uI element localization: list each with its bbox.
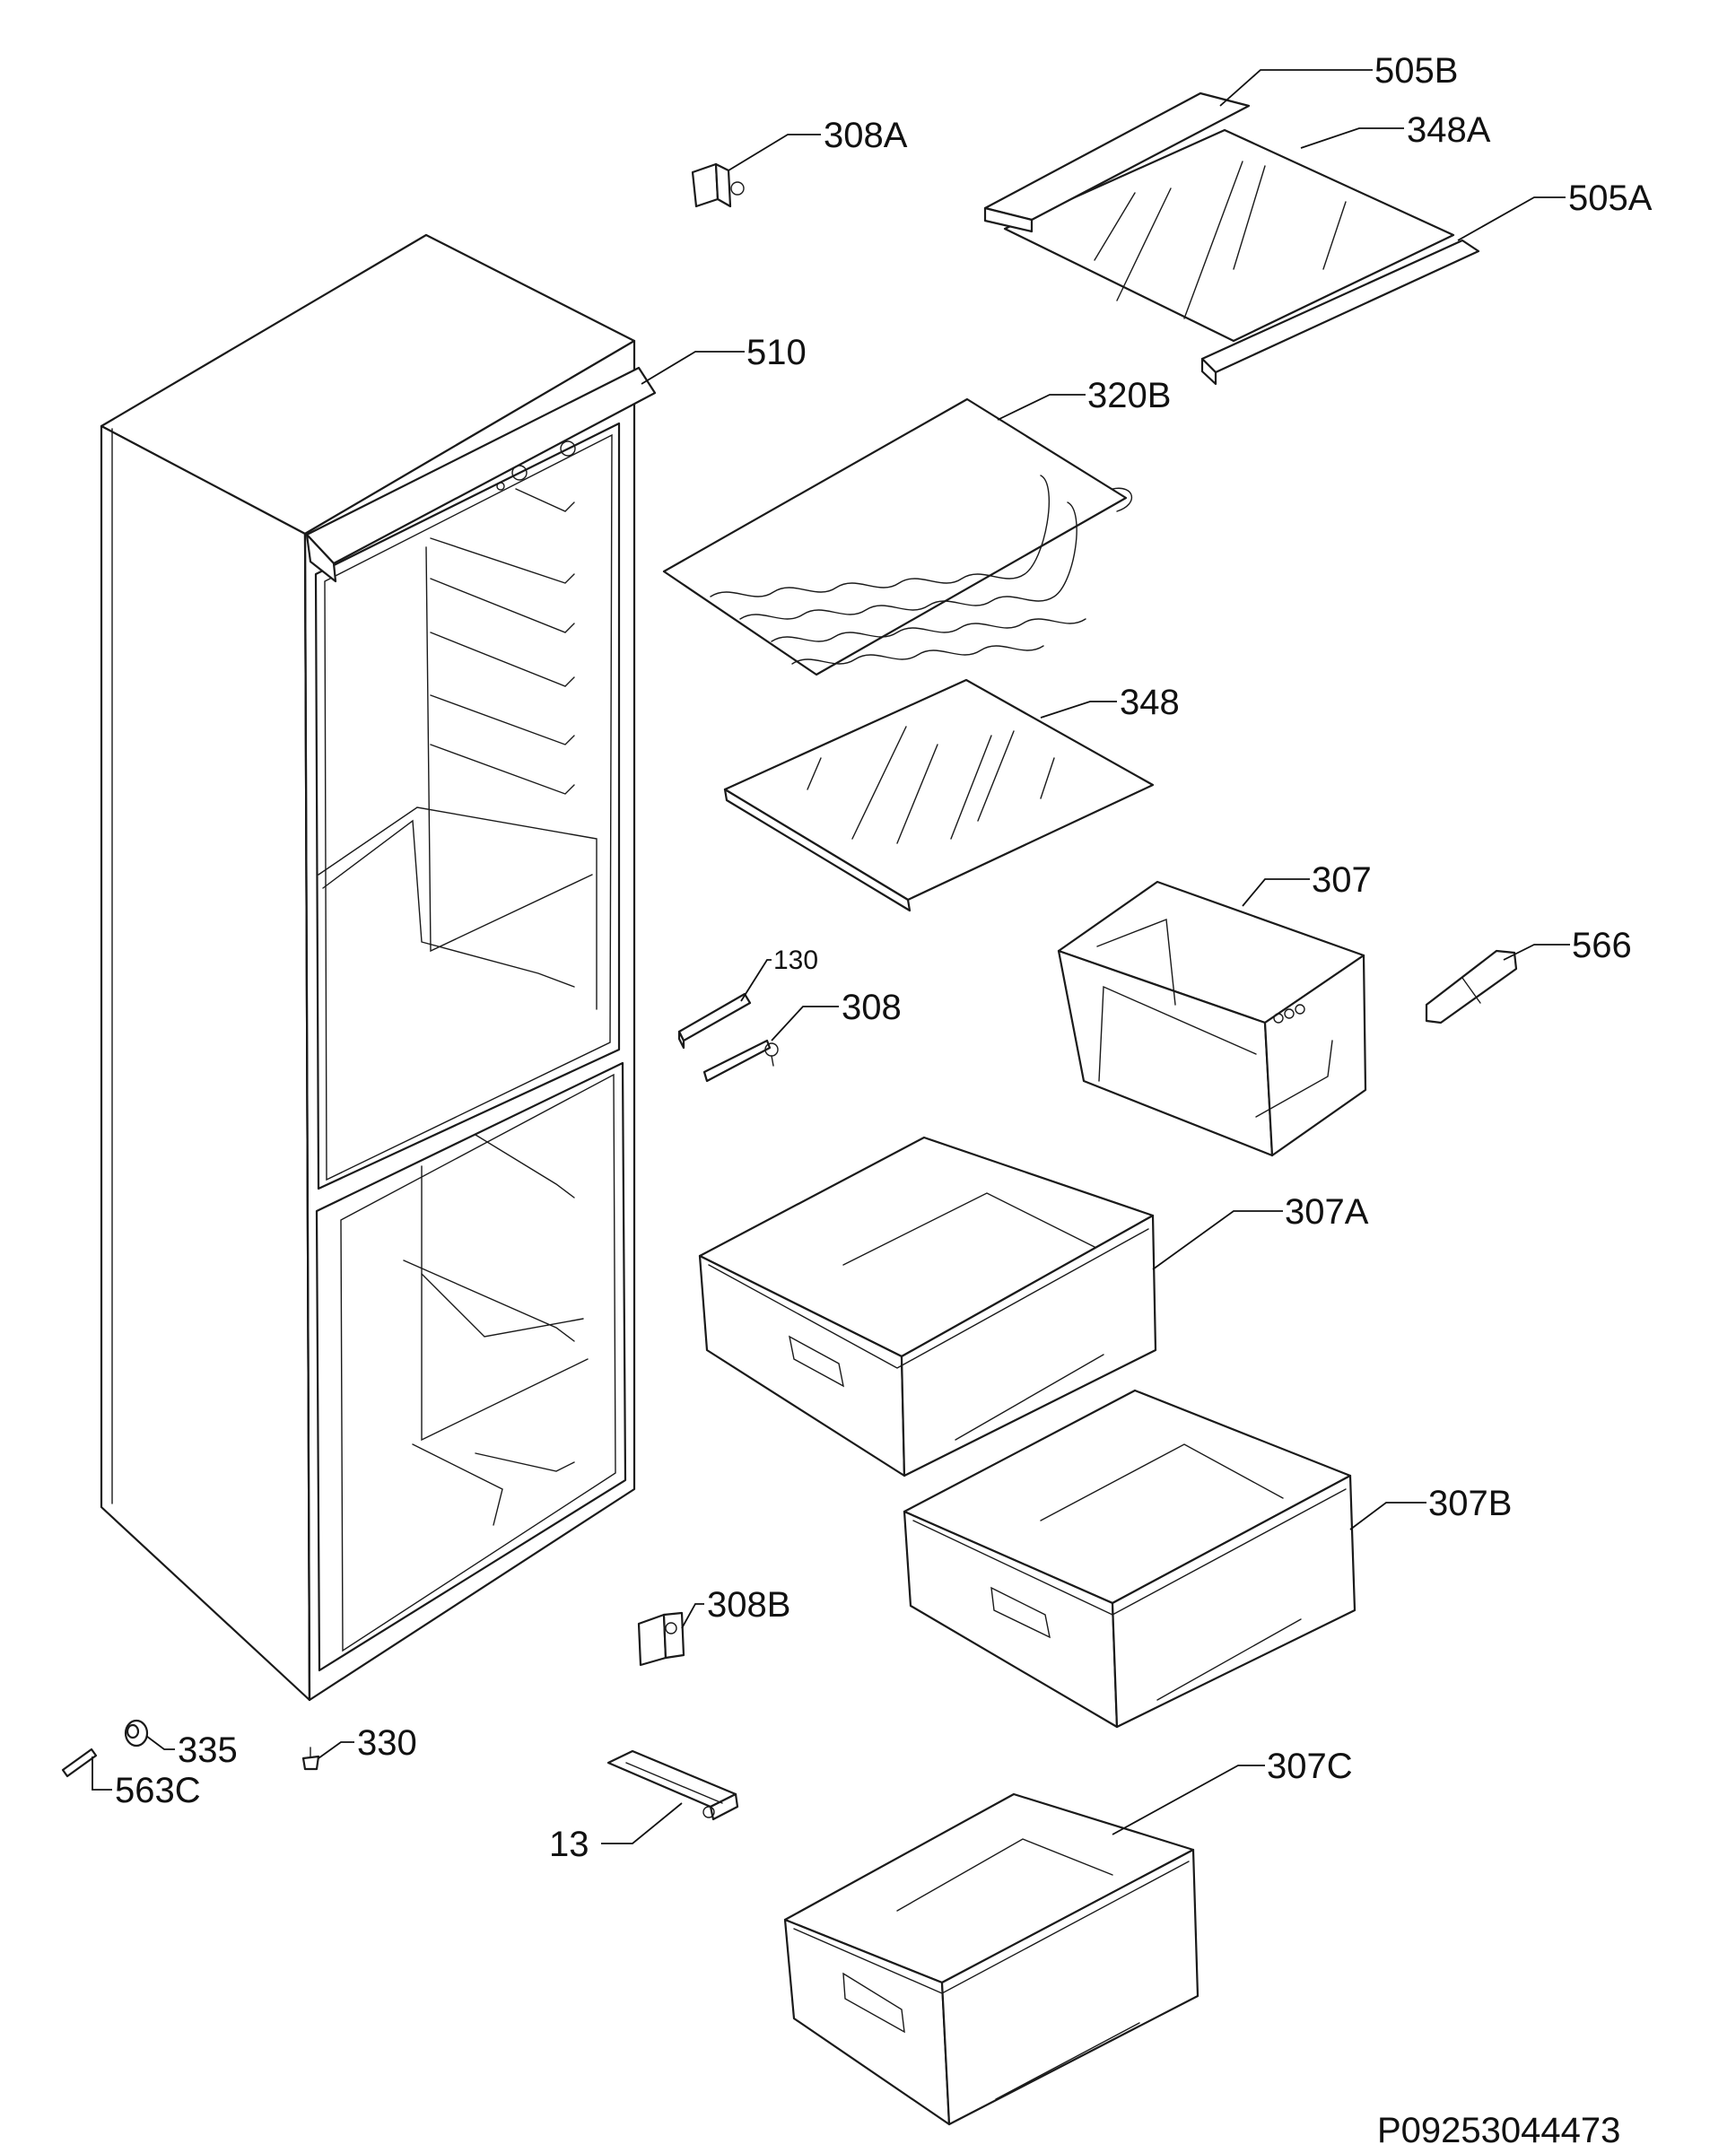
label-505b: 505B xyxy=(1374,51,1458,91)
label-510: 510 xyxy=(746,333,807,372)
label-307c: 307C xyxy=(1267,1747,1353,1786)
leader-lines xyxy=(92,69,1570,1844)
bracket-130[interactable] xyxy=(677,992,752,1050)
shelf-rail-505a[interactable] xyxy=(1200,239,1480,386)
label-320b: 320B xyxy=(1087,376,1171,415)
screw-330[interactable] xyxy=(301,1747,320,1771)
label-348: 348 xyxy=(1120,683,1180,722)
drawer-307[interactable] xyxy=(1057,880,1367,1157)
label-308: 308 xyxy=(842,988,902,1027)
refrigerator-cabinet[interactable] xyxy=(100,233,636,1702)
label-566: 566 xyxy=(1572,926,1632,965)
pin-563c[interactable] xyxy=(61,1748,98,1778)
shelf-rail-505b[interactable] xyxy=(983,92,1251,233)
part-13[interactable] xyxy=(606,1749,739,1821)
label-130: 130 xyxy=(773,946,818,975)
label-505a: 505A xyxy=(1568,179,1653,218)
label-308a: 308A xyxy=(824,116,908,155)
label-563c: 563C xyxy=(115,1771,201,1810)
drawer-307c[interactable] xyxy=(783,1792,1199,2126)
foot-335[interactable] xyxy=(124,1719,149,1748)
drawing-code: P09253044473 xyxy=(1377,2111,1620,2150)
hinge-308a[interactable] xyxy=(691,162,745,208)
hinge-308b[interactable] xyxy=(637,1611,685,1667)
control-panel-510[interactable] xyxy=(305,366,657,583)
wine-rack-320b[interactable] xyxy=(662,397,1133,676)
label-330: 330 xyxy=(357,1723,417,1763)
label-308b: 308B xyxy=(707,1585,790,1625)
label-307b: 307B xyxy=(1428,1484,1512,1523)
label-307a: 307A xyxy=(1285,1192,1369,1232)
label-335: 335 xyxy=(178,1730,238,1770)
glass-shelf-348[interactable] xyxy=(723,678,1155,912)
drawer-307a[interactable] xyxy=(698,1136,1157,1477)
label-307: 307 xyxy=(1312,860,1372,900)
part-labels: 505B 308A 348A 505A 510 320B 348 307 130… xyxy=(115,51,1653,1864)
glass-shelf-348a[interactable] xyxy=(1003,128,1455,343)
label-13: 13 xyxy=(549,1825,589,1864)
drawer-307b[interactable] xyxy=(903,1389,1357,1729)
label-348a: 348A xyxy=(1407,110,1491,150)
hinge-308[interactable] xyxy=(702,1039,779,1083)
part-566[interactable] xyxy=(1425,949,1518,1024)
